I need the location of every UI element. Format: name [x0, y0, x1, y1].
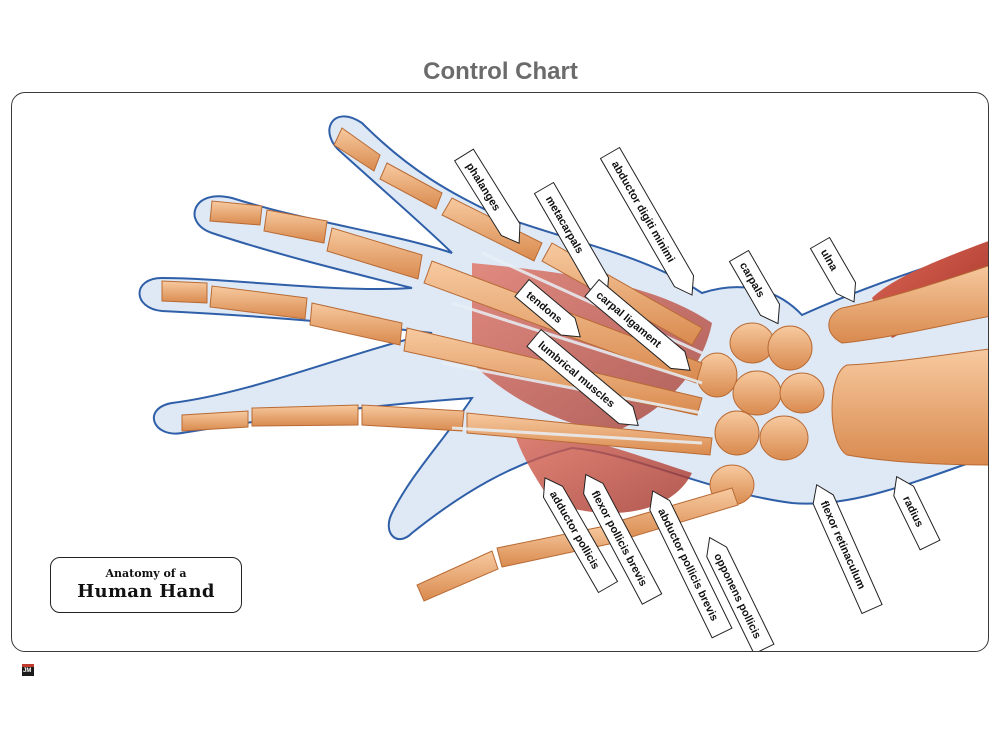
chart-title: Control Chart: [423, 58, 578, 85]
chart-label-box: Anatomy of a Human Hand: [50, 557, 242, 613]
callout-flexor-retinaculum-text: flexor retinaculum: [818, 499, 868, 591]
carpal-bones: [696, 322, 825, 506]
callout-abductor-digiti-minimi-text: abductor digiti minimi: [609, 159, 677, 264]
label-subtitle: Anatomy of a: [105, 567, 187, 580]
publisher-logo: JM: [22, 664, 34, 676]
callout-carpals: carpals: [728, 249, 781, 325]
forearm-bones: [828, 265, 988, 466]
label-heading: Human Hand: [77, 581, 215, 602]
hand-illustration: phalanges metacarpals abductor digiti mi…: [138, 115, 988, 651]
callout-ulna: ulna: [809, 236, 857, 303]
diagram-frame: phalanges metacarpals abductor digiti mi…: [11, 92, 989, 652]
logo-text: JM: [23, 668, 32, 674]
